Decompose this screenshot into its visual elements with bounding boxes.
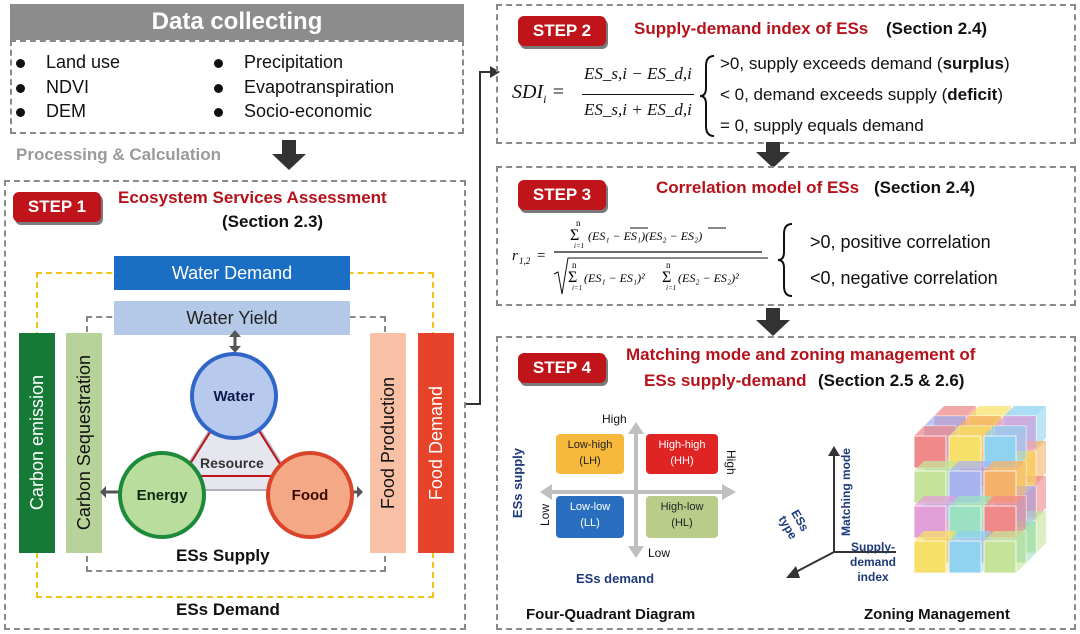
quadrant-high-high: High-high(HH): [646, 434, 718, 474]
step3-badge: STEP 3: [518, 180, 606, 210]
data-item-land-use: Land use: [15, 52, 121, 72]
zoning-cube-grid: [913, 406, 1046, 574]
resource-label: Resource: [200, 455, 264, 471]
carbon-sequestration-bar: Carbon Sequestration: [66, 333, 102, 553]
step1-section: (Section 2.3): [222, 212, 324, 231]
correlation-negative: <0, negative correlation: [810, 268, 998, 288]
water-demand-bar: Water Demand: [114, 256, 350, 290]
sdi-condition-surplus: >0, supply exceeds demand (surplus): [720, 54, 1010, 73]
data-item-socio-economic: Socio-economic: [213, 101, 373, 121]
data-item-ndvi: NDVI: [15, 77, 90, 97]
step3-title: Correlation model of ESs: [656, 178, 860, 197]
step3-to-step4-arrow-icon: [756, 308, 790, 336]
step2-to-step3-arrow-icon: [756, 142, 790, 168]
step4-title-line2: ESs supply-demand: [644, 371, 807, 390]
svg-text:(ES₁ − ES₁)²: (ES₁ − ES₁)²: [584, 271, 645, 285]
quadrant-high-low: High-low(HL): [646, 496, 718, 538]
step3-section: (Section 2.4): [874, 178, 976, 197]
step2-badge: STEP 2: [518, 16, 606, 46]
four-quadrant-caption: Four-Quadrant Diagram: [526, 606, 696, 623]
svg-text:i=1: i=1: [666, 284, 676, 292]
step4-badge: STEP 4: [518, 353, 606, 383]
axis-high-top: High: [602, 412, 627, 426]
svg-text:Σ: Σ: [568, 269, 577, 286]
svg-text:i=1: i=1: [572, 284, 582, 292]
step2-box: [496, 4, 1076, 144]
axis-low-bottom: Low: [648, 546, 671, 560]
zoning-axes: [786, 446, 896, 578]
sdi-condition-equal: = 0, supply equals demand: [720, 116, 924, 135]
svg-text:=: =: [536, 248, 546, 264]
step3-box: [496, 166, 1076, 306]
carbon-emission-bar: Carbon emission: [19, 333, 55, 553]
svg-text:n: n: [572, 260, 577, 270]
quadrant-axes: [540, 422, 736, 558]
water-circle: Water: [190, 352, 278, 440]
y-axis-label: ESs supply: [510, 448, 525, 519]
matching-mode-label: Matching mode: [839, 448, 853, 537]
zoning-cube: [983, 531, 1026, 574]
svg-text:n: n: [576, 218, 581, 228]
supply-demand-index-label: Supply-demand index: [849, 540, 896, 584]
axis-low-left: Low: [538, 504, 552, 527]
zoning-cube: [948, 531, 991, 574]
svg-text:i=1: i=1: [574, 242, 584, 250]
data-item-precipitation: Precipitation: [213, 52, 344, 72]
sdi-condition-deficit: < 0, demand exceeds supply (deficit): [720, 85, 1004, 104]
water-yield-bar: Water Yield: [114, 301, 350, 335]
quadrant-low-low: Low-low(LL): [556, 496, 624, 538]
svg-text:1,2: 1,2: [519, 256, 531, 266]
food-circle: Food: [266, 451, 354, 539]
step4-box: [496, 336, 1076, 630]
svg-text:Σ: Σ: [662, 269, 671, 286]
zoning-caption: Zoning Management: [864, 606, 1010, 623]
food-demand-bar: Food Demand: [418, 333, 454, 553]
step1-to-step2-connector: [466, 66, 500, 405]
step1-box: [4, 180, 466, 630]
quadrant-low-high: Low-high(LH): [556, 434, 624, 474]
svg-text:r: r: [512, 248, 518, 264]
svg-text:Σ: Σ: [570, 227, 579, 244]
x-axis-label: ESs demand: [576, 571, 655, 586]
step1-title: Ecosystem Services Assessment: [118, 188, 387, 207]
processing-arrow-icon: [272, 140, 306, 170]
step4-section: (Section 2.5 & 2.6): [818, 371, 965, 390]
energy-circle: Energy: [118, 451, 206, 539]
svg-text:n: n: [666, 260, 671, 270]
data-item-dem: DEM: [16, 101, 86, 121]
step2-title: Supply-demand index of ESs: [634, 19, 869, 38]
data-collecting-header: Data collecting: [10, 4, 464, 40]
food-production-bar: Food Production: [370, 333, 406, 553]
correlation-positive: >0, positive correlation: [810, 232, 991, 252]
sdi-brace: [699, 55, 715, 137]
data-collecting-box: [10, 40, 464, 134]
step4-title-line1: Matching mode and zoning management of: [626, 345, 976, 364]
data-item-evapotranspiration: Evapotranspiration: [213, 77, 395, 97]
ess-supply-label: ESs Supply: [176, 546, 270, 565]
step2-section: (Section 2.4): [886, 19, 988, 38]
correlation-brace: [777, 223, 793, 297]
svg-text:(ES₁ − ES₁)(ES₂ − ES₂): (ES₁ − ES₁)(ES₂ − ES₂): [588, 229, 702, 243]
sdi-formula: SDIi = ES_s,i − ES_d,i ES_s,i + ES_d,i: [512, 60, 694, 130]
correlation-formula: r 1,2 = n Σ i=1 (ES₁ − ES₁)(ES₂ − ES₂) n…: [512, 218, 768, 295]
axis-high-right: High: [724, 450, 738, 475]
ess-demand-label: ESs Demand: [176, 600, 280, 619]
processing-label: Processing & Calculation: [16, 145, 221, 164]
step1-badge: STEP 1: [13, 192, 101, 222]
svg-text:(ES₂ − ES₂)²: (ES₂ − ES₂)²: [678, 271, 739, 285]
